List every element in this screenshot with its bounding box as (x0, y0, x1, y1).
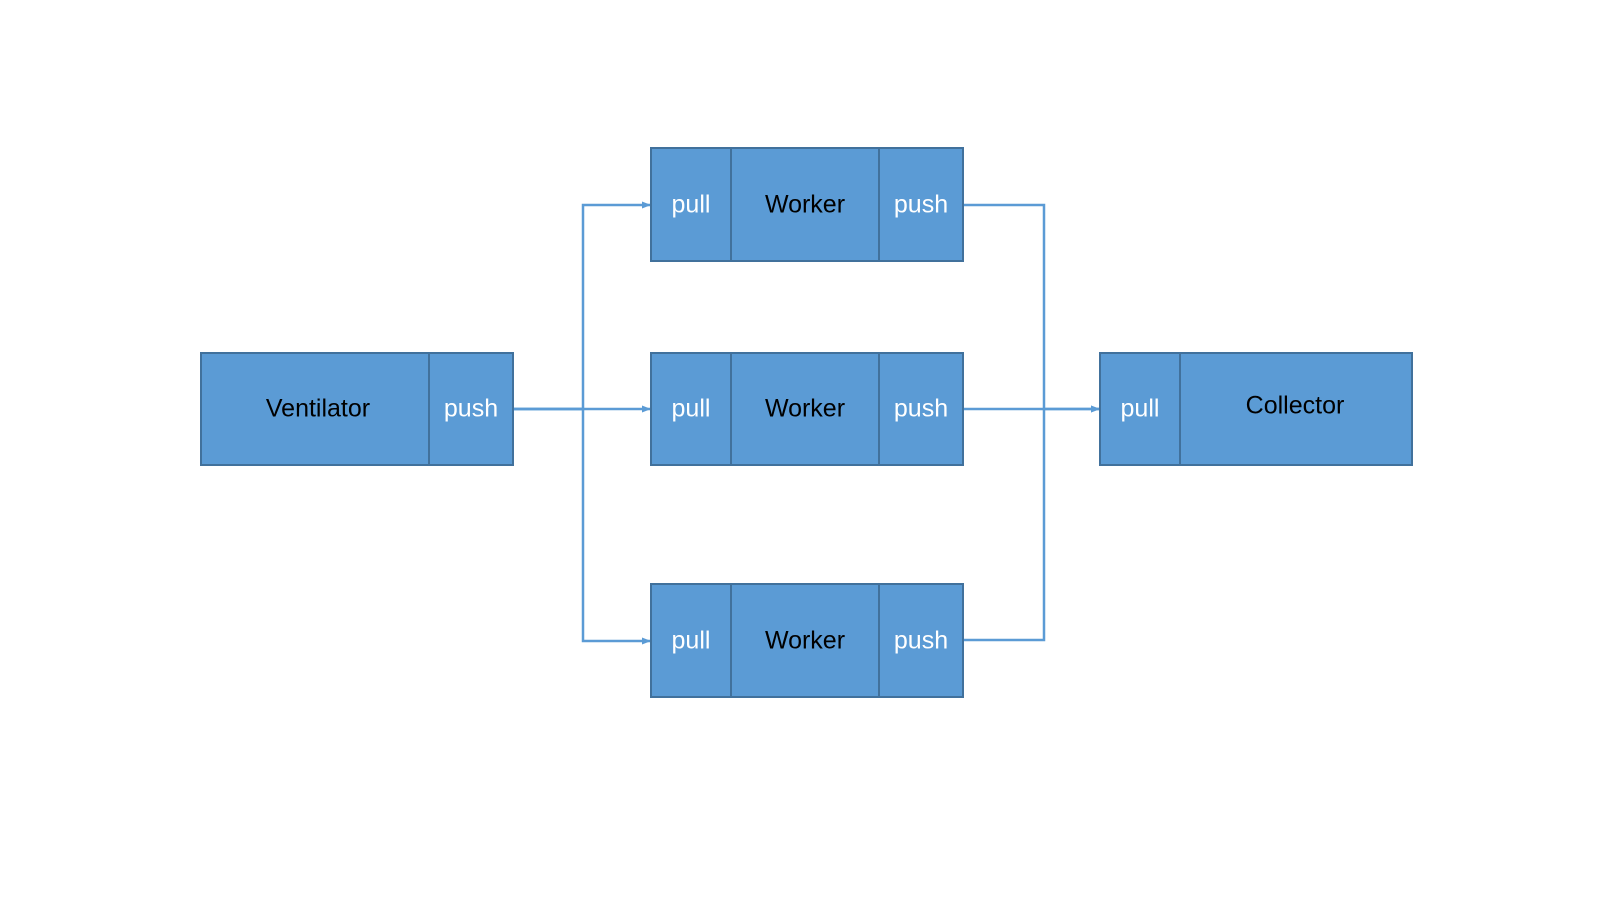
collector-pull-cell (1099, 352, 1181, 466)
worker-1-label: Worker (765, 191, 845, 219)
worker-1-pull-label: pull (672, 191, 711, 219)
worker-node-2[interactable]: pull Worker push (650, 352, 964, 466)
worker-2-push-label: push (894, 395, 948, 423)
ventilator-name-cell (200, 352, 430, 466)
worker-3-push-cell (878, 583, 964, 698)
edge-worker-1-to-collector (963, 203, 1100, 413)
collector-name-cell (1179, 352, 1413, 466)
worker-3-push-label: push (894, 627, 948, 655)
worker-2-name-cell (730, 352, 880, 466)
worker-3-name-cell (730, 583, 880, 698)
ventilator-push-label: push (444, 395, 498, 423)
worker-3-label: Worker (765, 627, 845, 655)
ventilator-label: Ventilator (266, 395, 370, 423)
worker-1-name-cell (730, 147, 880, 262)
collector-pull-label: pull (1121, 395, 1160, 423)
worker-2-push-cell (878, 352, 964, 466)
edge-ventilator-to-worker-3 (513, 407, 651, 645)
worker-3-pull-cell (650, 583, 732, 698)
edge-worker-3-to-collector (963, 409, 1046, 642)
worker-1-pull-cell (650, 147, 732, 262)
ventilator-push-cell (428, 352, 514, 466)
worker-1-push-cell (878, 147, 964, 262)
fan-in-edges (963, 203, 1100, 642)
edge-ventilator-to-worker-1 (513, 201, 651, 411)
worker-node-3[interactable]: pull Worker push (650, 583, 964, 698)
ventilator-node[interactable]: Ventilator push (200, 352, 514, 466)
fan-out-edges (513, 201, 651, 645)
collector-label: Collector (1246, 392, 1345, 420)
worker-1-push-label: push (894, 191, 948, 219)
worker-3-pull-label: pull (672, 627, 711, 655)
worker-2-pull-label: pull (672, 395, 711, 423)
worker-2-pull-cell (650, 352, 732, 466)
worker-node-1[interactable]: pull Worker push (650, 147, 964, 262)
worker-2-label: Worker (765, 395, 845, 423)
collector-node[interactable]: pull Collector (1099, 352, 1413, 466)
